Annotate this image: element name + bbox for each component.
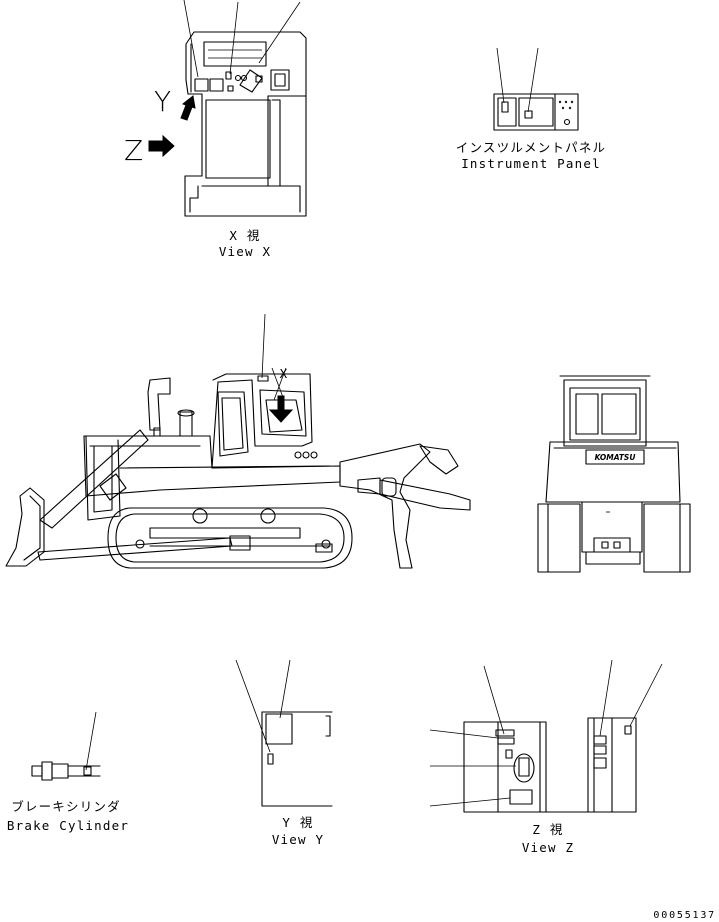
- view-x-callout-label: X: [280, 366, 289, 381]
- view-z-title-en: View Z: [522, 840, 574, 855]
- view-z-diagram: [429, 659, 663, 813]
- brake-cylinder-title-en: Brake Cylinder: [7, 818, 129, 833]
- view-z-arrow-label: Z: [124, 134, 143, 167]
- instrument-panel-title-en: Instrument Panel: [461, 156, 601, 171]
- bulldozer-rear-view: KOMATSU: [537, 375, 691, 573]
- instrument-panel-title-jp: インスツルメントパネル: [456, 140, 606, 155]
- brake-cylinder-diagram: [31, 711, 101, 781]
- view-y-title-jp: Y 視: [282, 815, 313, 830]
- view-x-title-en: View X: [219, 244, 271, 259]
- part-number: 00055137: [653, 910, 716, 921]
- brake-cylinder-title-jp: ブレーキシリンダ: [11, 799, 121, 814]
- instrument-panel-diagram: [493, 47, 579, 131]
- rear-brand-label: KOMATSU: [595, 453, 636, 462]
- view-z-title-jp: Z 視: [532, 822, 563, 837]
- view-y-title-en: View Y: [272, 832, 324, 847]
- view-x-title-jp: X 視: [229, 228, 260, 243]
- bulldozer-side-view: [5, 313, 471, 569]
- view-x-diagram: [148, 0, 307, 217]
- view-y-diagram: [235, 659, 333, 807]
- view-y-arrow-label: Y: [154, 85, 171, 118]
